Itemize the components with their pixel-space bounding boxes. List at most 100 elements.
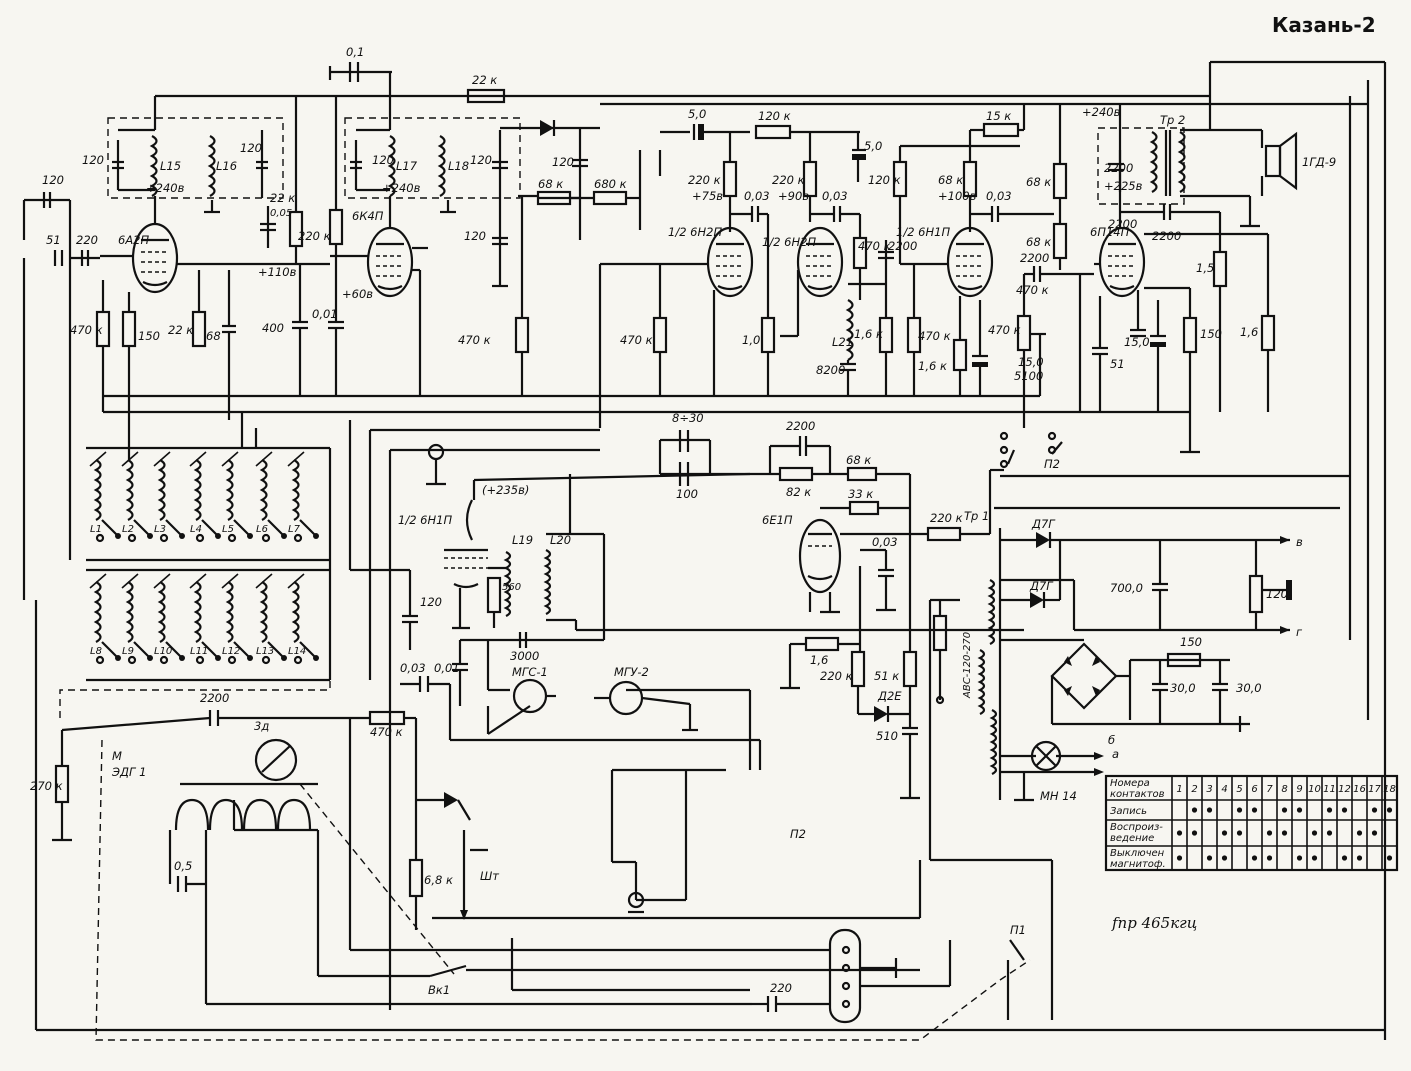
table-contact-mark bbox=[1281, 830, 1288, 836]
volt-240-a: +240в bbox=[146, 181, 185, 195]
cap-8200: 8200 bbox=[816, 363, 845, 377]
cap-15-0: 15,0 bbox=[1018, 355, 1044, 369]
cap-15-0-b: 15,0 bbox=[1124, 335, 1150, 349]
cap-0-05: 0,05 bbox=[270, 208, 292, 219]
diagram-title: Казань-2 bbox=[1272, 13, 1376, 37]
table-contact-mark bbox=[1371, 830, 1378, 836]
volt-240-c: +240в bbox=[1082, 105, 1121, 119]
sht-label: Шт bbox=[480, 869, 499, 883]
top-rails bbox=[153, 60, 1387, 1040]
cap-3000: 3000 bbox=[510, 649, 539, 663]
tube-label-v6: 6П14П bbox=[1090, 225, 1130, 239]
cap-2200-e: 2200 bbox=[200, 691, 229, 705]
cap-400: 400 bbox=[262, 321, 284, 335]
res-220k-a: 220 к bbox=[688, 173, 721, 187]
vk1-label: Вк1 bbox=[428, 983, 450, 997]
tape-deck bbox=[34, 600, 1385, 1041]
cap-120-e: 120 bbox=[552, 155, 574, 169]
tr2-label: Тр 2 bbox=[1160, 113, 1185, 127]
cap-51-b: 51 bbox=[1110, 357, 1125, 371]
cap-0-03-c: 0,03 bbox=[986, 189, 1012, 203]
cap-120-b: 120 bbox=[240, 141, 262, 155]
bridge-label: АВС-120-270 bbox=[962, 632, 973, 699]
tube-label-v3: 1/2 6Н2П bbox=[668, 225, 722, 239]
table-contact-mark bbox=[1296, 807, 1303, 813]
band-coil: L8 bbox=[89, 573, 121, 665]
table-contact-mark bbox=[1206, 807, 1213, 813]
res-33k: 33 к bbox=[848, 487, 873, 501]
table-contact-number: 9 bbox=[1296, 784, 1302, 795]
cap-220-b: 220 bbox=[770, 981, 792, 995]
table-contact-number: 8 bbox=[1281, 784, 1287, 795]
cap-0-03-b: 0,03 bbox=[822, 189, 848, 203]
table-contact-number: 16 bbox=[1353, 784, 1366, 795]
table-contact-mark bbox=[1176, 830, 1183, 836]
res-15k: 15 к bbox=[986, 109, 1011, 123]
band-coil-label: L1 bbox=[90, 524, 102, 535]
res-220k-c: 220 к bbox=[298, 229, 331, 243]
volt-240-b: +240в bbox=[382, 181, 421, 195]
cap-5-0-a: 5,0 bbox=[688, 107, 706, 121]
res-82k: 82 к bbox=[786, 485, 811, 499]
res-22k-top: 22 к bbox=[472, 73, 497, 87]
cap-2200-a: 2200 bbox=[888, 239, 917, 253]
table-contact-mark bbox=[1251, 855, 1258, 861]
band-coil: L3 bbox=[153, 451, 185, 543]
out-b: б bbox=[1108, 733, 1115, 747]
cap-0-03-d: 0,03 bbox=[872, 535, 898, 549]
tube-label-v2: 6К4П bbox=[352, 209, 384, 223]
cap-120-h: 120 bbox=[420, 595, 442, 609]
table-contact-mark bbox=[1206, 855, 1213, 861]
motor-m-label: М bbox=[112, 749, 122, 763]
band-coil-label: L13 bbox=[256, 646, 274, 657]
if-frequency-note: fпр 465кгц bbox=[1111, 914, 1197, 932]
tr1-label: Тр 1 bbox=[964, 509, 989, 523]
cap-0-01-b: 0,01 bbox=[434, 661, 460, 675]
band-coil: L9 bbox=[121, 573, 153, 665]
tube-label-v5: 1/2 6Н1П bbox=[896, 225, 950, 239]
table-contact-mark bbox=[1221, 855, 1228, 861]
band-coil: L7 bbox=[287, 451, 319, 543]
diode-d2e: Д2Е bbox=[877, 689, 902, 703]
band-coil: L10 bbox=[153, 573, 185, 665]
inductor-l19: L19 bbox=[512, 533, 533, 547]
res-120k-b: 120 к bbox=[868, 173, 901, 187]
res-120k: 120 к bbox=[758, 109, 791, 123]
table-contact-mark bbox=[1311, 830, 1318, 836]
p2-label-a: П2 bbox=[1044, 457, 1060, 471]
res-220k-d: 220 к bbox=[930, 511, 963, 525]
res-560: 560 bbox=[502, 582, 521, 593]
cap-220: 220 bbox=[76, 233, 98, 247]
diode-d7g-a: Д7Г bbox=[1031, 517, 1056, 531]
table-contact-mark bbox=[1341, 855, 1348, 861]
cap-120-c: 120 bbox=[372, 153, 394, 167]
table-contact-mark bbox=[1236, 807, 1243, 813]
volt-75: +75в bbox=[692, 189, 723, 203]
res-470k-f: 470 к bbox=[988, 323, 1021, 337]
table-contact-number: 1 bbox=[1176, 784, 1182, 795]
band-coil: L2 bbox=[121, 451, 153, 543]
component-labels: 6А2П 6К4П 1/2 6Н2П 1/2 6Н2П 1/2 6Н1П 6П1… bbox=[30, 45, 1336, 997]
node-2200: 2200 bbox=[1108, 217, 1137, 231]
volt-60: +60в bbox=[342, 287, 373, 301]
table-contact-mark bbox=[1281, 807, 1288, 813]
motor-edg-label: ЭДГ 1 bbox=[111, 765, 146, 779]
band-coil-label: L7 bbox=[288, 524, 301, 535]
cap-2200-d: 2200 bbox=[786, 419, 815, 433]
table-contact-number: 10 bbox=[1308, 784, 1321, 795]
band-coil-label: L12 bbox=[222, 646, 240, 657]
inductor-l17: L17 bbox=[396, 159, 418, 173]
res-22k-b: 22 к bbox=[270, 191, 295, 205]
inductor-l21: L21 bbox=[832, 335, 853, 349]
cap-700-0: 700,0 bbox=[1110, 581, 1143, 595]
cap-2200-b: 2200 bbox=[1020, 251, 1049, 265]
table-contact-mark bbox=[1326, 830, 1333, 836]
band-coil-label: L9 bbox=[122, 646, 134, 657]
band-coil-bank bbox=[86, 412, 352, 682]
volt-100: +100в bbox=[938, 189, 977, 203]
inductor-l15: L15 bbox=[160, 159, 181, 173]
res-470k-c: 470 к bbox=[620, 333, 653, 347]
